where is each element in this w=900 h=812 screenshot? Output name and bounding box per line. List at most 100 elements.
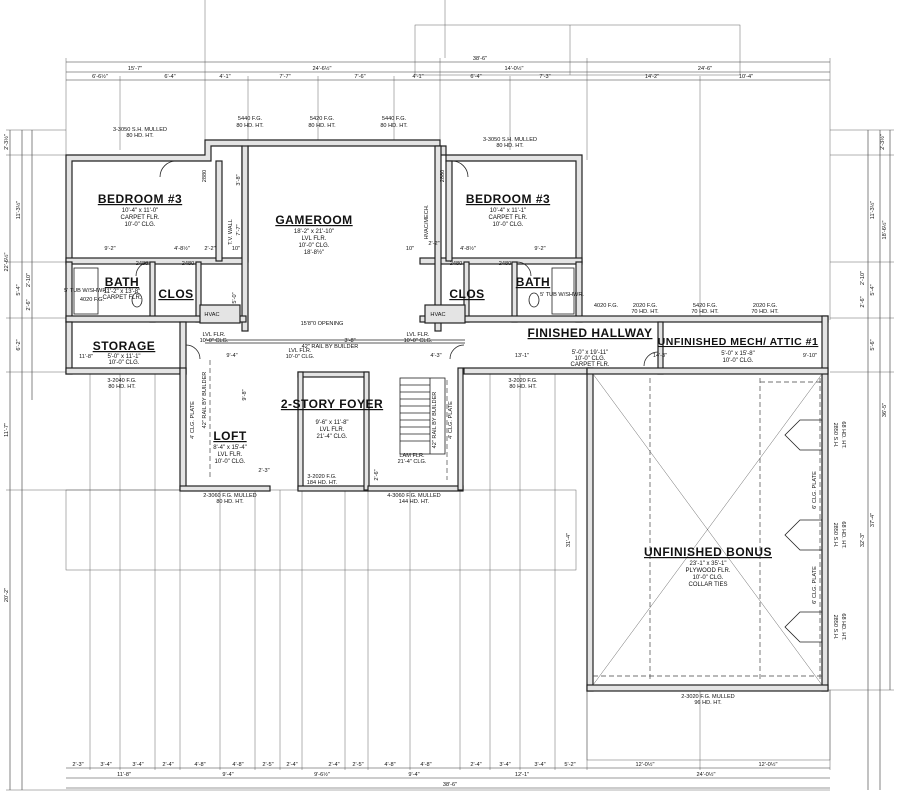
stair-rail: 42" RAIL BY BUILDER xyxy=(432,392,438,449)
dim-bot-1-7: 2'-5" xyxy=(262,762,273,768)
dim-bot-1-8: 2'-4" xyxy=(286,762,297,768)
lam-flr: LAM FLR. xyxy=(399,453,425,459)
room-labels: BEDROOM #3 10'-4" x 11'-0" CARPET FLR. 1… xyxy=(64,192,818,588)
misc-dim-1: 9'-2" xyxy=(104,246,115,252)
misc-dim-13: 10" xyxy=(232,246,240,252)
dim-top-3-7: 6'-4" xyxy=(470,74,481,80)
dim-top-3-3: 4'-1" xyxy=(219,74,230,80)
dim-bot-2-6: 24'-0½" xyxy=(697,771,716,778)
lvl-flr-3: LVL FLR. xyxy=(288,348,311,354)
rail-top: 42" RAIL BY BUILDER xyxy=(302,344,359,350)
mulled-left: 3-3050 S.H. MULLED xyxy=(113,127,167,133)
win-5420-b-ht: 70 HD. HT. xyxy=(691,309,719,315)
loft-window-ht: 80 HD. HT. xyxy=(216,499,244,505)
gameroom-size: 18'-2" x 21'-10" xyxy=(294,229,334,235)
clos-right-name: CLOS xyxy=(449,287,484,301)
hvac-left: HVAC xyxy=(204,312,219,318)
finished-hallway-size: 5'-0" x 19'-11" xyxy=(572,350,608,356)
clg-plate-right: 4' CLG. PLATE xyxy=(448,401,454,439)
foyer-window-ht: 184 HD. HT. xyxy=(307,480,338,486)
bonus-extra: COLLAR TIES xyxy=(689,582,728,588)
dim-top-2-4: 24'-6" xyxy=(698,66,712,72)
dim-left-3: 22'-6½" xyxy=(3,253,10,272)
bedroom-left-size: 10'-4" x 11'-0" xyxy=(122,208,158,214)
dim-bot-1-3: 3'-4" xyxy=(132,762,143,768)
sh-2850-1: 2850 S.H. xyxy=(832,423,838,448)
dim-bot-1-9: 2'-4" xyxy=(328,762,339,768)
bonus-size: 23'-1" x 35'-1" xyxy=(690,561,727,567)
dim-top-3-8: 7'-3" xyxy=(539,74,550,80)
win-3020-ht: 80 HD. HT. xyxy=(509,384,537,390)
bedroom-left-name: BEDROOM #3 xyxy=(98,192,182,206)
win-5420-b: 5420 F.G. xyxy=(693,303,718,309)
finished-hallway-name: FINISHED HALLWAY xyxy=(528,326,653,340)
sh-2850-3-ht: 68 HD. HT. xyxy=(840,613,846,641)
dim-bot-1-12: 4'-8" xyxy=(420,762,431,768)
door-2880-right: 2880 xyxy=(440,170,446,182)
bedroom-left-floor: CARPET FLR. xyxy=(121,215,160,221)
dim-right-9: 37'-4" xyxy=(870,513,876,527)
finished-hallway-ceiling: 10'-0" CLG. xyxy=(575,356,606,362)
bedroom-right-ceiling: 10'-0" CLG. xyxy=(493,222,524,228)
misc-dim-4: 4'-8½" xyxy=(460,245,476,252)
lam-clg: 21'-4" CLG. xyxy=(398,459,427,465)
right-dimensions: 2'-3½" 11'-3½" 18'-6½" 2'-10" 5'-4" 2'-6… xyxy=(830,129,894,790)
bedroom-right-size: 10'-4" x 11'-1" xyxy=(490,208,526,214)
loft-floor: LVL FLR. xyxy=(218,452,243,458)
dim-top-3-6: 4'-1" xyxy=(412,74,423,80)
lvl-flr-1: LVL FLR. xyxy=(202,332,225,338)
dim-left-4: 2'-10" xyxy=(26,273,32,287)
bonus-window-ht: 96 HD. HT. xyxy=(694,700,722,706)
door-2880-left: 2880 xyxy=(202,170,208,182)
bedroom-right-name: BEDROOM #3 xyxy=(466,192,550,206)
dim-left-1: 2'-3½" xyxy=(3,134,10,150)
misc-dim-17: 5'-0" xyxy=(232,292,238,303)
bath-left-floor: CARPET FLR. xyxy=(103,295,142,301)
door-2480-3: 2480 xyxy=(450,261,462,267)
dim-right-5: 5'-4" xyxy=(870,284,876,295)
toilet-left xyxy=(131,292,143,308)
dim-left-2: 11'-3½" xyxy=(15,201,22,220)
dim-top-3-5: 7'-6" xyxy=(354,74,365,80)
plate-6-2: 6' CLG. PLATE xyxy=(812,566,818,604)
bath-right-name: BATH xyxy=(516,275,550,289)
misc-dim-5: 9'-2" xyxy=(534,246,545,252)
foyer-size: 9'-6" x 11'-8" xyxy=(315,420,348,426)
dim-top-2-1: 15'-7" xyxy=(128,66,142,72)
dim-right-7: 5'-6" xyxy=(870,339,876,350)
gameroom-floor: LVL FLR. xyxy=(302,236,327,242)
win-3020: 3-2020 F.G. xyxy=(508,378,538,384)
foyer-window: 3-2020 F.G. xyxy=(307,474,337,480)
opening: 15'8"0 OPENING xyxy=(301,321,344,327)
win-2020-a: 2020 F.G. xyxy=(633,303,658,309)
dim-bot-1-15: 3'-4" xyxy=(534,762,545,768)
dim-right-4: 2'-10" xyxy=(860,271,866,285)
bonus-name: UNFINISHED BONUS xyxy=(644,545,772,559)
dim-bot-overall: 38'-6" xyxy=(443,782,457,788)
dim-top-3-4: 7'-7" xyxy=(279,74,290,80)
win-5440-b: 5440 F.G. xyxy=(382,116,407,122)
win-5440-a-ht: 80 HD. HT. xyxy=(236,123,264,129)
bedroom-right-floor: CARPET FLR. xyxy=(489,215,528,221)
tub-left-label: 5' TUB W/SHWR. xyxy=(64,288,108,294)
misc-dim-14: 10" xyxy=(406,246,414,252)
tub-right-label: 5' TUB W/SHWR. xyxy=(540,292,584,298)
sh-2850-1-ht: 68 HD. HT. xyxy=(840,421,846,449)
misc-dim-16: 2'-3" xyxy=(258,468,269,474)
sh-2850-3: 2850 S.H. xyxy=(832,615,838,640)
misc-dim-19: 2'-6" xyxy=(374,469,380,480)
dim-top-3-9: 14'-2" xyxy=(645,74,659,80)
misc-dim-20: 3'-8" xyxy=(236,174,242,185)
misc-dim-10: 14'-3" xyxy=(653,353,667,359)
dim-bot-2-3: 9'-6½" xyxy=(314,771,330,778)
misc-dim-8: 4'-3" xyxy=(430,353,441,359)
bonus-window: 2-3020 F.G. MULLED xyxy=(681,694,734,700)
storage-size: 5'-0" x 11'-1" xyxy=(107,354,140,360)
stair-window-ht: 144 HD. HT. xyxy=(399,499,430,505)
dim-left-9: 20'-2" xyxy=(4,588,10,602)
unfinished-mech-ceiling: 10'-0" CLG. xyxy=(723,358,754,364)
door-2480-2: 2480 xyxy=(182,261,194,267)
dim-bot-1-5: 4'-8" xyxy=(194,762,205,768)
win-3040: 3-2040 F.G. xyxy=(107,378,137,384)
